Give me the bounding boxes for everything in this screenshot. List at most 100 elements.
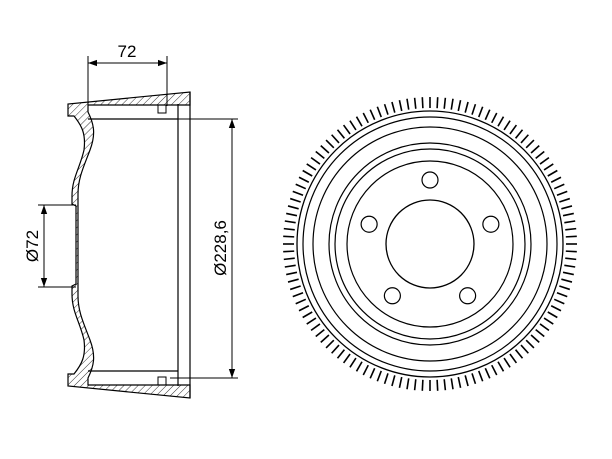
bolt-hole — [421, 171, 439, 189]
drum-ring-5 — [346, 160, 514, 328]
bolt-hole — [383, 287, 401, 305]
cooling-fin — [421, 379, 424, 391]
cooling-fin — [457, 376, 462, 388]
cooling-fin — [369, 109, 376, 121]
cooling-fin — [310, 156, 321, 165]
cooling-fin — [306, 317, 317, 325]
cooling-fin — [383, 373, 389, 385]
cooling-fin — [355, 361, 363, 372]
cooling-fins — [283, 97, 577, 391]
cooling-fin — [553, 298, 565, 305]
cooling-fin — [406, 98, 410, 110]
cooling-fin — [286, 212, 298, 217]
cooling-fin — [298, 176, 310, 183]
cooling-fin — [298, 305, 310, 312]
cooling-fin — [443, 97, 447, 109]
cooling-fin — [436, 97, 439, 109]
cooling-fin — [331, 344, 340, 354]
cooling-fin — [331, 134, 340, 144]
cooling-fin — [457, 100, 462, 112]
cooling-fin — [436, 379, 439, 391]
cooling-fin — [406, 378, 410, 390]
cooling-fin — [484, 109, 491, 121]
drum-ring-2 — [312, 126, 548, 362]
cooling-fin — [484, 367, 491, 379]
cooling-fin — [520, 344, 529, 354]
bolt-hole — [459, 287, 477, 305]
cooling-fin — [530, 334, 540, 343]
cooling-fin — [520, 134, 529, 144]
cooling-fin — [564, 264, 576, 268]
side-section-view — [67, 91, 191, 399]
cooling-fin — [547, 169, 558, 177]
bolt-hole — [360, 215, 378, 233]
cooling-fin — [292, 190, 304, 197]
cooling-fin — [497, 361, 505, 372]
cooling-fin — [497, 116, 505, 127]
cooling-fin — [320, 334, 330, 343]
cooling-fin — [369, 367, 376, 379]
cooling-fin — [464, 101, 469, 113]
cooling-fin — [376, 370, 383, 382]
drum-ring-4 — [334, 148, 526, 340]
cooling-fin — [413, 97, 417, 109]
cooling-fin — [565, 257, 577, 261]
cooling-fin — [284, 264, 296, 268]
cooling-fin — [477, 370, 484, 382]
cooling-fin — [471, 373, 477, 385]
cooling-fin — [287, 278, 299, 283]
drum-shell-section — [67, 91, 191, 399]
cooling-fin — [310, 323, 321, 332]
cooling-fin — [342, 353, 351, 364]
cooling-fin — [383, 103, 389, 115]
bolt-hole — [482, 215, 500, 233]
cooling-fin — [503, 357, 511, 368]
cooling-fin — [391, 101, 396, 113]
cooling-fin — [562, 212, 574, 217]
cooling-fin — [550, 305, 562, 312]
cooling-fin — [349, 357, 357, 368]
cooling-fin — [535, 150, 545, 160]
cooling-fin — [284, 220, 296, 224]
drum-ring-3 — [328, 142, 532, 346]
cooling-fin — [509, 353, 518, 364]
cooling-fin — [543, 317, 554, 325]
dimension-drum-diameter: Ø228,6 — [170, 118, 238, 379]
cooling-fin — [491, 364, 498, 376]
cooling-fin — [421, 97, 424, 109]
cooling-fin — [376, 106, 383, 118]
cooling-fin — [525, 139, 535, 149]
cooling-fin — [292, 291, 304, 298]
cooling-fin — [553, 183, 565, 190]
cooling-fin — [362, 112, 369, 124]
cooling-fin — [525, 339, 535, 349]
cooling-fin — [559, 285, 571, 291]
hub-bore — [385, 199, 475, 289]
cooling-fin — [302, 311, 313, 319]
cooling-fin — [503, 120, 511, 131]
cooling-fin — [559, 197, 571, 203]
cooling-fin — [556, 291, 568, 298]
cooling-fin — [509, 124, 518, 135]
cooling-fin — [355, 116, 363, 127]
cooling-fin — [283, 257, 295, 261]
drum-ring-1 — [302, 116, 558, 372]
dimension-bore: Ø72 — [23, 204, 76, 288]
drum-outer-rim — [296, 110, 564, 378]
cooling-fin — [283, 250, 295, 253]
width-label: 72 — [118, 42, 137, 61]
cooling-fin — [556, 190, 568, 197]
cooling-fin — [471, 103, 477, 115]
cooling-fin — [562, 271, 574, 276]
bolt-holes — [360, 171, 500, 305]
cooling-fin — [530, 145, 540, 154]
cooling-fin — [565, 227, 577, 231]
cooling-fin — [547, 311, 558, 319]
cooling-fin — [295, 183, 307, 190]
cooling-fin — [286, 271, 298, 276]
cooling-fin — [336, 349, 346, 359]
cooling-fin — [443, 379, 447, 391]
cooling-fin — [287, 205, 299, 210]
cooling-fin — [325, 139, 335, 149]
cooling-fin — [543, 163, 554, 171]
